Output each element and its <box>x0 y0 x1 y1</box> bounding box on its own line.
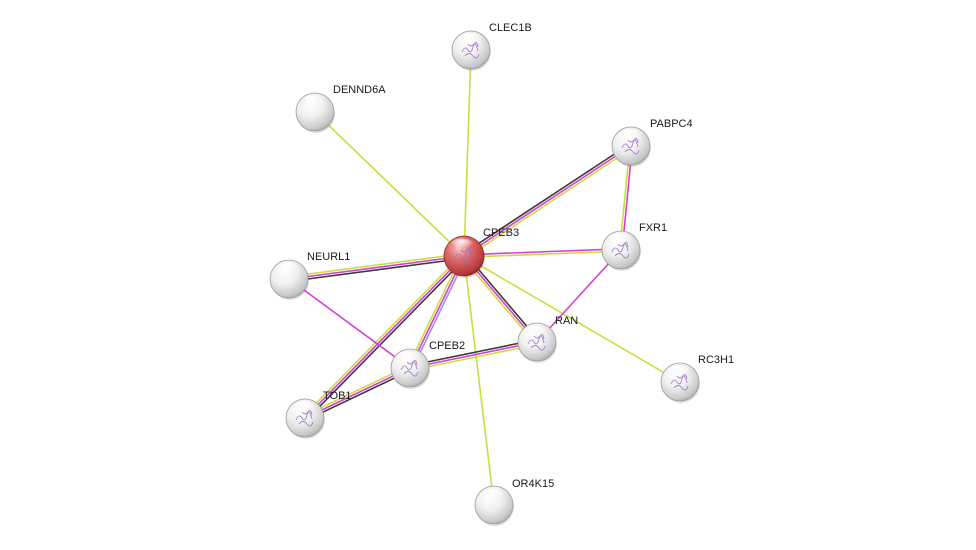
node-label-pabpc4: PABPC4 <box>650 118 693 130</box>
node-clec1b[interactable]: CLEC1B <box>451 22 532 71</box>
node-or4k15[interactable]: OR4K15 <box>474 478 554 526</box>
edge-cpeb3-dennd6a[interactable] <box>314 111 465 257</box>
edge-cpeb3-clec1b[interactable] <box>463 49 472 257</box>
edge-strand-textmining <box>463 255 681 383</box>
edge-strand-experiments <box>304 255 465 419</box>
node-label-or4k15: OR4K15 <box>512 478 554 490</box>
edge-strand-experiments <box>288 278 411 369</box>
node-highlight <box>275 262 299 275</box>
edge-strand-coexpression <box>306 257 467 421</box>
edge-cpeb3-or4k15[interactable] <box>463 255 495 506</box>
node-ran[interactable]: RAN <box>517 315 578 363</box>
node-label-neurl1: NEURL1 <box>307 251 350 263</box>
edge-strand-coexpression <box>305 369 412 421</box>
edge-cpeb3-rc3h1[interactable] <box>463 255 681 383</box>
edge-strand-textmining <box>410 343 538 372</box>
node-label-cpeb3: CPEB3 <box>483 227 519 239</box>
edge-strand-textmining <box>314 111 465 257</box>
node-pabpc4[interactable]: PABPC4 <box>611 118 693 167</box>
edge-neurl1-cpeb2[interactable] <box>288 278 411 369</box>
node-label-dennd6a: DENND6A <box>333 84 386 96</box>
edge-strand-textmining <box>463 49 472 257</box>
node-label-cpeb2: CPEB2 <box>429 340 465 352</box>
edge-strand-textmining <box>464 250 622 258</box>
node-label-tob1: TOB1 <box>323 390 352 402</box>
edge-strand-textmining <box>303 365 410 417</box>
edge-cpeb2-ran[interactable] <box>409 338 538 372</box>
node-dennd6a[interactable]: DENND6A <box>295 84 386 133</box>
edges-layer <box>288 49 681 506</box>
edge-cpeb3-pabpc4[interactable] <box>462 143 633 259</box>
edge-strand-experiments <box>409 341 538 369</box>
edge-cpeb3-fxr1[interactable] <box>463 248 622 258</box>
node-highlight <box>617 129 641 142</box>
edge-strand-textmining <box>302 253 463 417</box>
edge-strand-coexpression <box>462 143 631 255</box>
node-highlight <box>666 365 690 378</box>
edge-strand-experiments <box>409 255 465 369</box>
edge-fxr1-ran[interactable] <box>536 249 622 343</box>
node-highlight <box>523 325 547 338</box>
edge-strand-textmining <box>464 147 633 259</box>
node-cpeb3[interactable]: CPEB3 <box>443 227 519 278</box>
node-label-fxr1: FXR1 <box>639 222 667 234</box>
node-highlight <box>301 95 325 108</box>
edge-strand-experiments <box>463 145 632 257</box>
edge-strand-experiments <box>288 255 465 280</box>
edge-cpeb3-neurl1[interactable] <box>288 252 465 283</box>
edge-strand-coexpression <box>289 257 465 283</box>
edge-cpeb3-tob1[interactable] <box>302 253 467 421</box>
edge-strand-homology <box>411 256 467 370</box>
node-highlight <box>450 238 474 252</box>
node-highlight <box>396 351 420 364</box>
node-highlight <box>291 401 315 414</box>
node-cpeb2[interactable]: CPEB2 <box>390 340 465 389</box>
node-label-rc3h1: RC3H1 <box>698 354 734 366</box>
node-label-ran: RAN <box>555 315 578 327</box>
node-fxr1[interactable]: FXR1 <box>601 222 667 271</box>
edge-strand-textmining <box>407 254 463 368</box>
node-label-clec1b: CLEC1B <box>489 22 532 34</box>
node-highlight <box>480 488 504 501</box>
node-neurl1[interactable]: NEURL1 <box>269 251 350 300</box>
edge-strand-textmining <box>463 255 495 506</box>
node-rc3h1[interactable]: RC3H1 <box>660 354 734 403</box>
node-highlight <box>457 33 481 46</box>
node-tob1[interactable]: TOB1 <box>285 390 352 439</box>
edge-strand-experiments <box>536 249 622 343</box>
edge-cpeb3-cpeb2[interactable] <box>407 254 467 370</box>
edge-strand-coexpression <box>409 338 537 367</box>
edge-strand-experiments <box>463 248 621 256</box>
edge-strand-textmining <box>288 252 464 278</box>
node-highlight <box>607 233 631 246</box>
